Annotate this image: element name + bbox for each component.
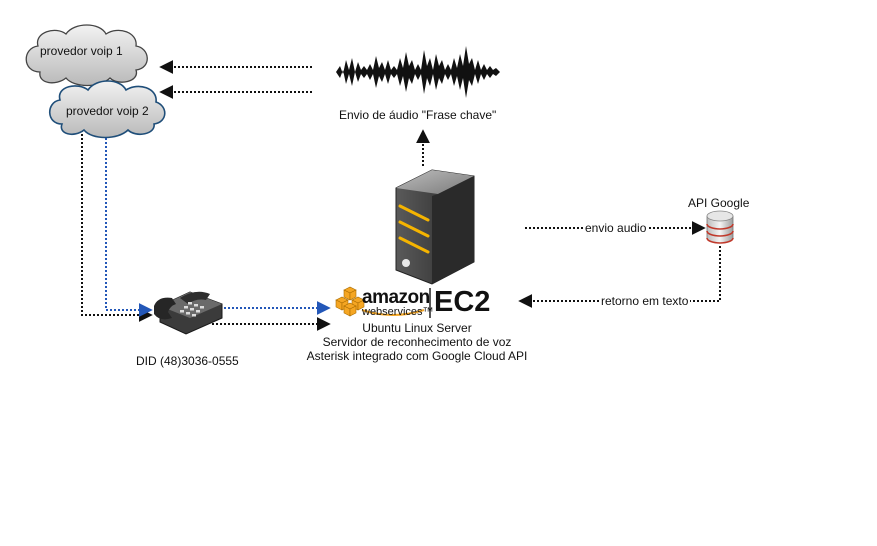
- cloud-voip2-icon: [48, 80, 166, 139]
- aws-cubes-icon: [335, 286, 431, 318]
- edge-google-to-server: [518, 246, 721, 308]
- voip1-label: provedor voip 1: [40, 44, 123, 58]
- database-icon: [706, 210, 734, 244]
- audio-label: Envio de áudio "Frase chave": [339, 108, 497, 122]
- audio-waveform-icon: [336, 46, 500, 98]
- phone-label: DID (48)3036-0555: [136, 354, 239, 368]
- edge-voip1-to-phone: [81, 126, 153, 322]
- aws-brand-webservices: webservices™: [362, 306, 434, 318]
- server-label-line1: Ubuntu Linux Server: [362, 321, 472, 335]
- voip2-label: provedor voip 2: [66, 104, 149, 118]
- cloud-voip1-icon: [25, 24, 148, 87]
- edge-label-envio-audio: envio audio: [583, 221, 649, 235]
- aws-brand-amazon: amazon: [362, 287, 430, 308]
- server-tower-icon: [395, 169, 475, 285]
- telephone-icon: [154, 291, 223, 335]
- google-label: API Google: [688, 196, 750, 210]
- edge-label-retorno-texto: retorno em texto: [599, 294, 691, 308]
- aws-brand-ec2: EC2: [434, 286, 491, 318]
- server-label-line2: Servidor de reconhecimento de voz: [322, 335, 512, 349]
- server-label-line3: Asterisk integrado com Google Cloud API: [306, 349, 528, 363]
- edge-voip2-to-phone: [105, 134, 153, 317]
